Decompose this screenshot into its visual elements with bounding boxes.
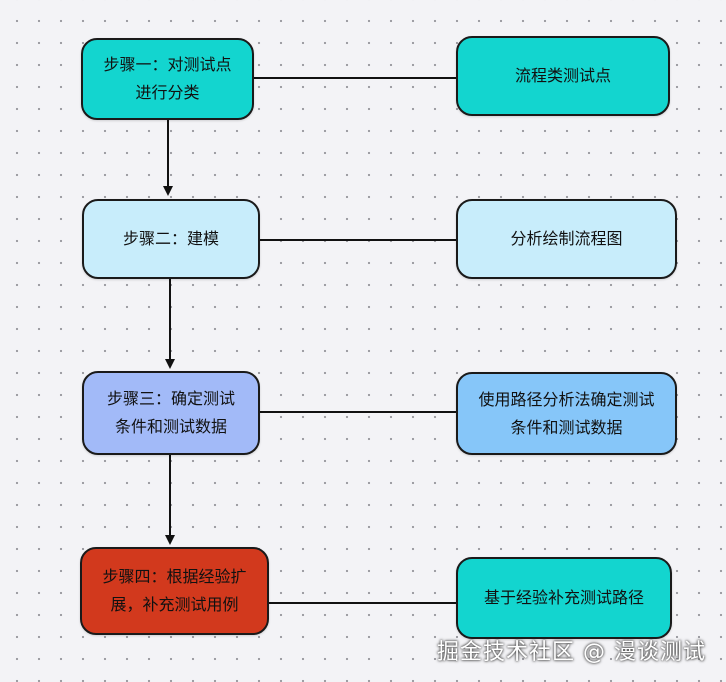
step-2-node[interactable]: 步骤二：建模 [82, 199, 260, 279]
watermark-text: 掘金技术社区 @ 漫谈测试 [437, 640, 706, 665]
step-4-node[interactable]: 步骤四：根据经验扩 展，补充测试用例 [80, 547, 269, 635]
step-4-label: 步骤四：根据经验扩 展，补充测试用例 [102, 567, 247, 614]
detail-4-label: 基于经验补充测试路径 [483, 588, 644, 607]
detail-3-node[interactable]: 使用路径分析法确定测试 条件和测试数据 [456, 372, 677, 455]
step-1-label: 步骤一：对测试点 进行分类 [103, 55, 232, 102]
detail-4-node[interactable]: 基于经验补充测试路径 [456, 557, 672, 639]
detail-1-label: 流程类测试点 [514, 66, 611, 85]
detail-2-node[interactable]: 分析绘制流程图 [456, 199, 677, 279]
detail-3-label: 使用路径分析法确定测试 条件和测试数据 [478, 389, 655, 437]
detail-2-label: 分析绘制流程图 [510, 229, 623, 248]
step-3-node[interactable]: 步骤三：确定测试 条件和测试数据 [82, 371, 260, 455]
step-2-label: 步骤二：建模 [122, 229, 219, 248]
detail-1-node[interactable]: 流程类测试点 [456, 36, 670, 116]
step-3-label: 步骤三：确定测试 条件和测试数据 [106, 389, 235, 436]
step-1-node[interactable]: 步骤一：对测试点 进行分类 [81, 38, 254, 120]
